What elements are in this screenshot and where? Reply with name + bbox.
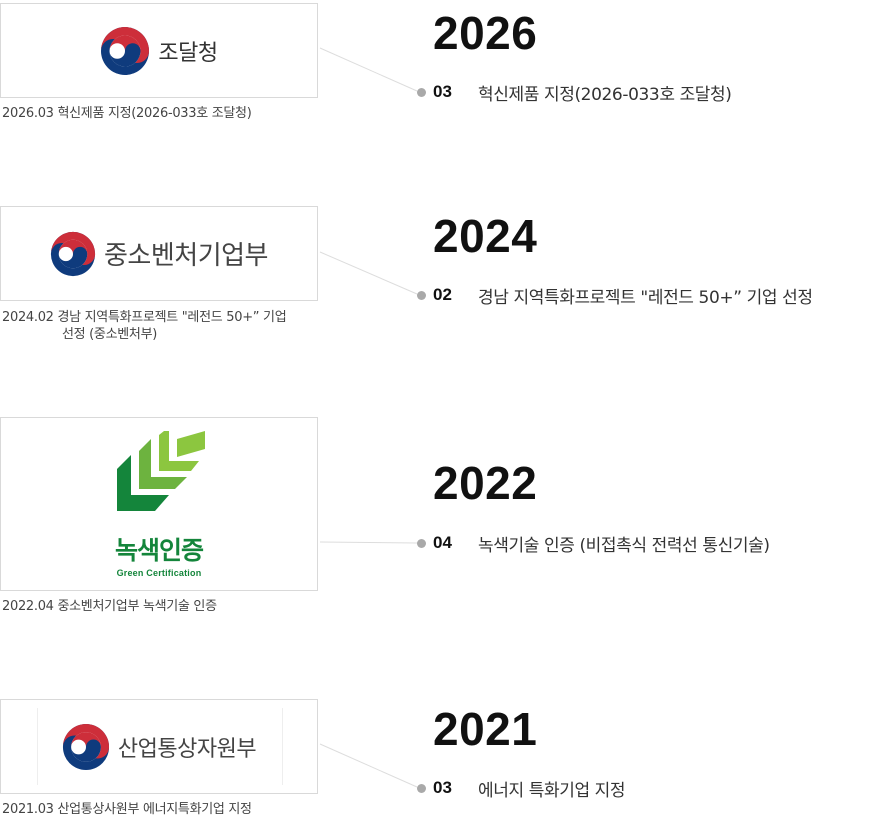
entry-text: 에너지 특화기업 지정 — [478, 780, 626, 801]
entry-text: 혁신제품 지정(2026-033호 조달청) — [478, 84, 732, 105]
caption-line: 2022.04 중소벤처기업부 녹색기술 인증 — [2, 599, 217, 614]
logo-name: 산업통상자원부 — [117, 736, 257, 762]
entry-month: 03 — [433, 778, 452, 797]
connector-line — [319, 47, 418, 92]
timeline-entry: 02 경남 지역특화프로젝트 "레전드 50+” 기업 선정 — [417, 285, 813, 308]
entry-month: 02 — [433, 285, 452, 304]
timeline-entry: 03 혁신제품 지정(2026-033호 조달청) — [417, 82, 732, 105]
timeline-dot — [417, 290, 426, 300]
logo-subtitle: Green Certification — [116, 567, 202, 578]
logo-caption: 2024.02 경남 지역특화프로젝트 "레전드 50+” 기업 선정 (중소벤… — [2, 309, 322, 343]
timeline-dot — [417, 783, 426, 793]
connector-line — [319, 743, 418, 788]
motie-logo: 산업통상자원부 — [62, 723, 257, 771]
year-heading: 2026 — [433, 7, 538, 59]
logo-name: 조달청 — [158, 40, 218, 66]
year-heading: 2021 — [433, 703, 538, 755]
logo-card-motie: 산업통상자원부 — [0, 699, 318, 794]
timeline-dot — [417, 87, 426, 97]
connector-line — [319, 251, 418, 295]
year-heading: 2022 — [433, 457, 538, 509]
entry-text: 경남 지역특화프로젝트 "레전드 50+” 기업 선정 — [478, 287, 813, 308]
green-cert-logo: 녹색인증 Green Certification — [109, 430, 209, 578]
caption-line: 2024.02 경남 지역특화프로젝트 "레전드 50+” 기업 — [2, 310, 287, 325]
taegeuk-emblem-icon — [50, 231, 96, 276]
logo-caption: 2026.03 혁신제품 지정(2026-033호 조달청) — [2, 105, 322, 122]
caption-line: 2026.03 혁신제품 지정(2026-033호 조달청) — [2, 106, 252, 121]
logo-card-green-cert: 녹색인증 Green Certification — [0, 417, 318, 591]
mss-logo: 중소벤처기업부 — [50, 231, 268, 277]
pps-logo: 조달청 — [100, 26, 218, 76]
connector-line — [319, 541, 418, 544]
taegeuk-emblem-icon — [62, 723, 109, 770]
timeline-dot — [417, 538, 426, 548]
entry-month: 04 — [433, 533, 452, 552]
entry-month: 03 — [433, 82, 452, 101]
logo-name: 중소벤처기업부 — [104, 241, 268, 271]
logo-inner-frame — [37, 708, 283, 785]
caption-line: 선정 (중소벤처부) — [62, 327, 157, 342]
year-heading: 2024 — [433, 210, 538, 262]
logo-card-mss: 중소벤처기업부 — [0, 206, 318, 301]
entry-text: 녹색기술 인증 (비접촉식 전력선 통신기술) — [478, 535, 770, 556]
logo-caption: 2021.03 산업통상사원부 에너지특화기업 지정 — [2, 801, 322, 818]
logo-name: 녹색인증 — [114, 535, 204, 565]
taegeuk-emblem-icon — [101, 26, 150, 75]
logo-caption: 2022.04 중소벤처기업부 녹색기술 인증 — [2, 598, 322, 615]
caption-line: 2021.03 산업통상사원부 에너지특화기업 지정 — [2, 802, 252, 817]
timeline-entry: 04 녹색기술 인증 (비접촉식 전력선 통신기술) — [417, 533, 770, 556]
timeline-entry: 03 에너지 특화기업 지정 — [417, 778, 626, 801]
logo-card-pps: 조달청 — [0, 3, 318, 98]
green-leaf-icon — [117, 430, 205, 511]
